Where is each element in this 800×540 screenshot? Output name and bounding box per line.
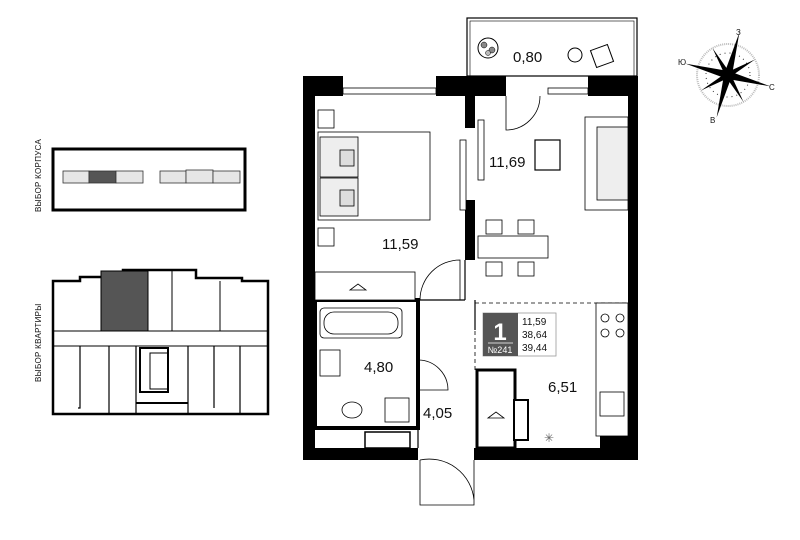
walls — [303, 76, 638, 460]
sink-icon — [319, 349, 341, 377]
coffee-table — [534, 139, 561, 171]
toilet-icon — [341, 401, 363, 419]
room-area-balcony: 0,80 — [513, 49, 542, 66]
apartment-selected[interactable] — [100, 270, 149, 332]
tv-icon — [459, 139, 467, 211]
building-selector — [51, 147, 247, 212]
compass-north: С — [769, 83, 775, 92]
kitchen-counter — [595, 302, 629, 437]
apartment-info-badge: 1 №241 11,59 38,64 39,44 — [482, 312, 557, 357]
room-area-bathroom: 4,80 — [364, 359, 393, 376]
building-selector-label: ВЫБОР КОРПУСА — [34, 138, 43, 212]
table-icon — [567, 47, 583, 63]
compass-west: З — [736, 28, 741, 37]
building-5[interactable] — [185, 169, 214, 184]
dining-table-icon — [477, 219, 549, 277]
washer-icon — [384, 397, 410, 423]
bathtub-icon — [319, 307, 403, 339]
windows — [342, 87, 589, 95]
hanger-icon — [348, 283, 368, 291]
compass-east: В — [710, 116, 715, 125]
bed-icon — [317, 109, 431, 247]
building-3[interactable] — [115, 170, 144, 184]
living-area: 11,59 — [522, 317, 547, 328]
total-area: 38,64 — [522, 330, 547, 341]
room-area-hall: 4,05 — [423, 405, 452, 422]
room-area-living: 11,69 — [489, 154, 525, 171]
hall-bench — [364, 431, 411, 449]
apartment-selector-label: ВЫБОР КВАРТИРЫ — [34, 303, 43, 382]
room-area-bedroom: 11,59 — [382, 236, 418, 253]
sofa-icon — [584, 116, 629, 211]
balcony — [466, 17, 638, 77]
building-6[interactable] — [212, 170, 241, 184]
apartment-selector — [51, 268, 270, 416]
building-1[interactable] — [62, 170, 90, 184]
plant-icon — [477, 37, 499, 59]
hanger-icon — [486, 411, 506, 419]
compass-south: Ю — [678, 58, 686, 67]
apartment-number: №241 — [488, 345, 513, 355]
building-4[interactable] — [159, 170, 187, 184]
rooms-count: 1 — [493, 319, 506, 346]
room-area-kitchen: 6,51 — [548, 379, 577, 396]
compass-rose-icon: З С В Ю — [678, 28, 775, 125]
wardrobe — [314, 271, 416, 301]
building-2-selected[interactable] — [88, 170, 117, 184]
fridge-icon: ✳ — [544, 431, 554, 445]
chair-icon — [589, 43, 615, 69]
area-with-balcony: 39,44 — [522, 343, 547, 354]
